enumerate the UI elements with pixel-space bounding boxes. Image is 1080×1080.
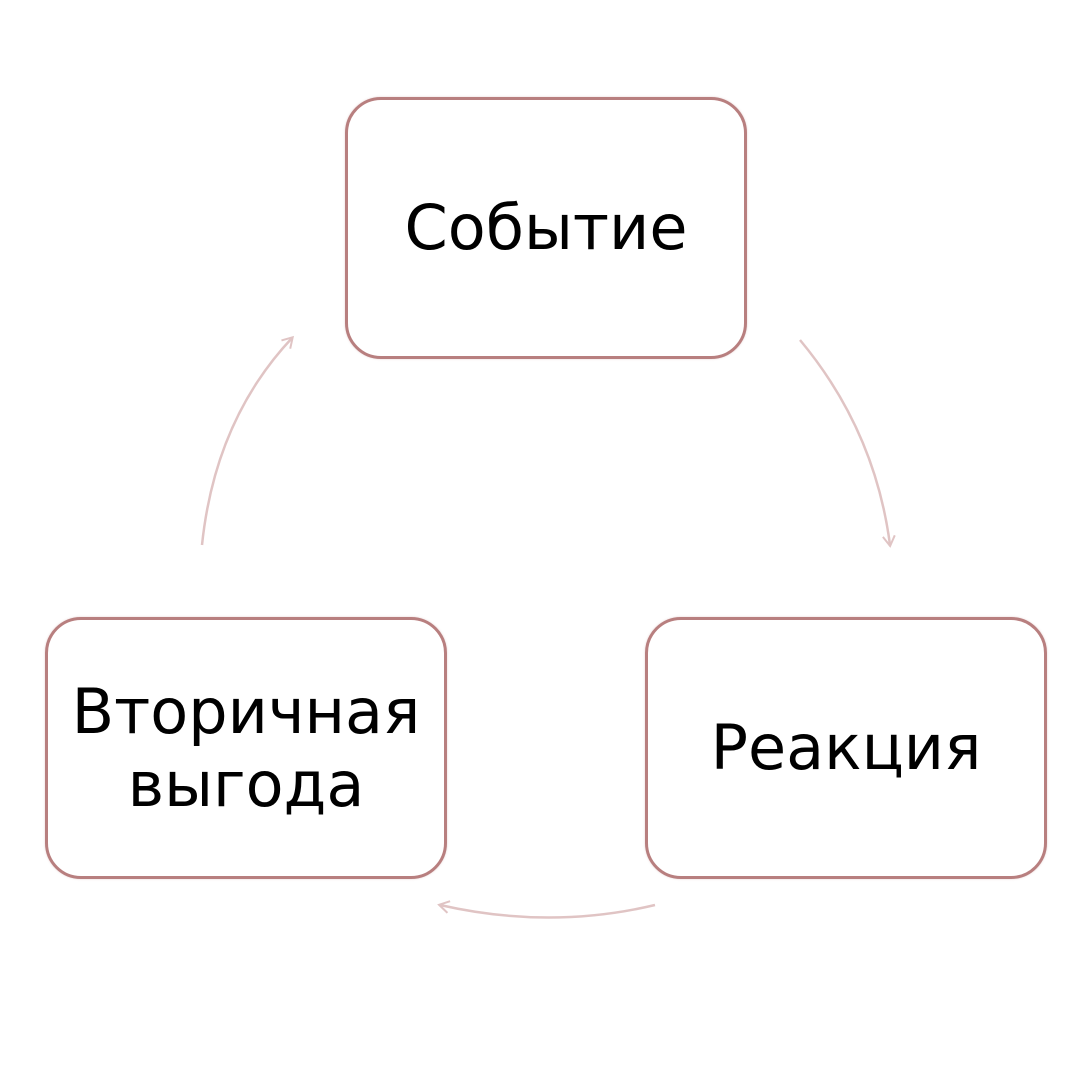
node-secondary-gain: Вторичная выгода — [45, 617, 447, 879]
node-reaction: Реакция — [645, 617, 1047, 879]
arrow-event-to-reaction — [799, 339, 896, 548]
node-event: Событие — [345, 97, 747, 359]
node-secondary-gain-label: Вторичная выгода — [71, 674, 421, 821]
node-reaction-label: Реакция — [710, 711, 982, 785]
node-event-label: Событие — [404, 191, 688, 265]
arrow-reaction-to-secondary — [437, 900, 656, 919]
arrow-secondary-to-event — [200, 335, 295, 546]
